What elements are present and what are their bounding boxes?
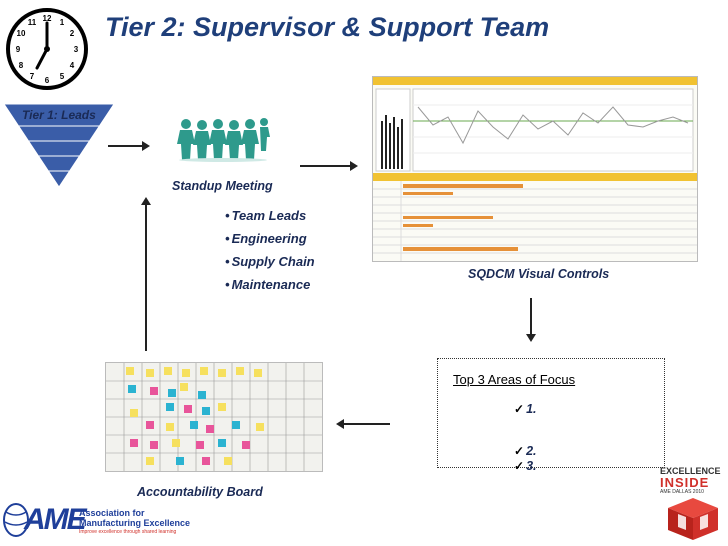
excellence-cube-icon: [668, 498, 718, 540]
attendee-item: Engineering: [225, 227, 315, 250]
ame-name-line1: Association for: [79, 508, 145, 518]
focus-areas-title: Top 3 Areas of Focus: [453, 372, 576, 387]
arrow-right-icon: [300, 161, 358, 171]
clock-number: 9: [16, 45, 21, 54]
clock-number: 4: [70, 61, 75, 70]
ame-tagline: Improve excellence through shared learni…: [79, 529, 177, 535]
clock-number: 5: [60, 72, 65, 81]
clock-number: 3: [74, 45, 79, 54]
sqdcm-visual-controls-label: SQDCM Visual Controls: [468, 267, 610, 281]
focus-item: 3.: [514, 459, 536, 473]
clock-number: 12: [43, 14, 52, 23]
clock-number: 10: [17, 29, 26, 38]
accountability-board-image: [105, 362, 323, 472]
clock-number: 6: [45, 76, 50, 85]
ame-name-line2: Manufacturing Excellence: [79, 518, 191, 528]
arrow-down-icon: [526, 298, 536, 342]
attendee-item: Supply Chain: [225, 250, 315, 273]
arrow-left-icon: [336, 419, 390, 429]
event-text: AME DALLAS 2010: [660, 489, 704, 495]
ame-wordmark: AME: [24, 503, 87, 536]
ame-logo: AME Association for Manufacturing Excell…: [2, 500, 192, 540]
arrow-up-icon: [141, 197, 151, 351]
inside-text: INSIDE: [660, 475, 710, 490]
attendee-item: Team Leads: [225, 204, 315, 227]
attendee-item: Maintenance: [225, 273, 315, 296]
focus-item: 2.: [514, 444, 536, 458]
team-people-icon: [177, 118, 270, 162]
focus-areas-box: [437, 358, 665, 468]
clock-number: 2: [70, 29, 75, 38]
tier1-funnel: [3, 103, 115, 188]
page-title: Tier 2: Supervisor & Support Team: [105, 12, 550, 42]
excellence-text: EXCELLENCE: [660, 466, 721, 476]
sqdcm-visual-controls-image: [372, 76, 698, 262]
arrow-right-icon: [108, 141, 150, 151]
excellence-inside-logo: EXCELLENCE INSIDE AME DALLAS 2010: [660, 466, 726, 544]
clock-number: 8: [19, 61, 24, 70]
focus-item: 1.: [514, 402, 536, 416]
clock-icon: 12 1 2 3 4 5 6 7 8 9 10 11: [6, 8, 88, 90]
attendee-list: Team Leads Engineering Supply Chain Main…: [225, 204, 315, 296]
standup-meeting-label: Standup Meeting: [172, 179, 273, 193]
accountability-board-label: Accountability Board: [137, 485, 263, 499]
clock-number: 11: [28, 18, 37, 27]
clock-number: 1: [60, 18, 65, 27]
clock-number: 7: [30, 72, 35, 81]
tier1-label: Tier 1: Leads: [22, 108, 96, 122]
ame-globe-icon: [3, 503, 29, 537]
